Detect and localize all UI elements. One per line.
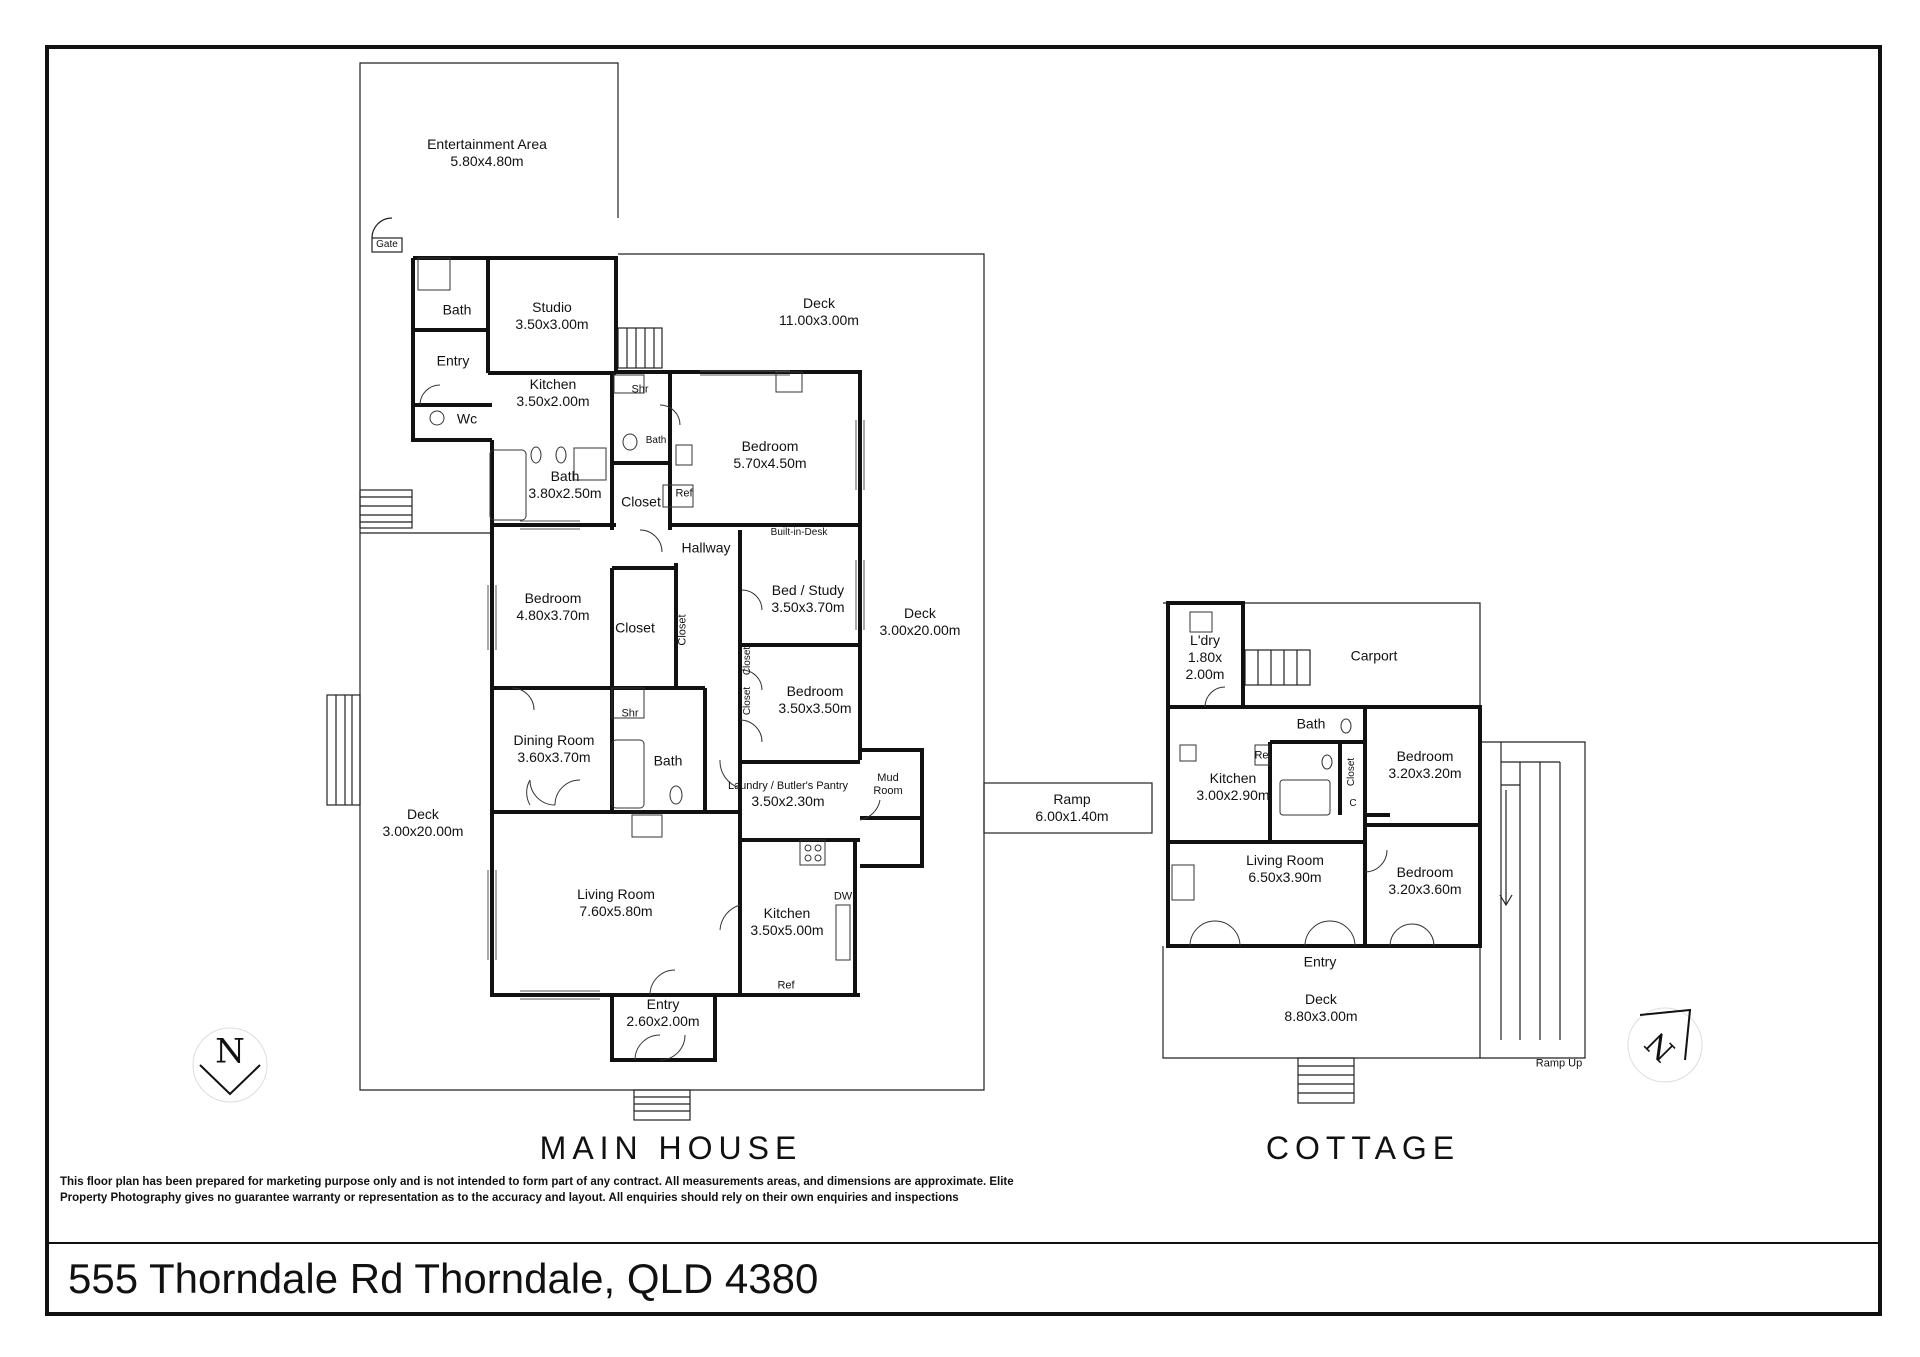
cottage-outline — [1162, 602, 1586, 1104]
label-ref-main: Ref — [777, 979, 795, 992]
label-shr-mid: Shr — [621, 707, 639, 720]
label-bath-small: Bath — [645, 435, 667, 446]
bathtub-mid — [611, 739, 645, 809]
ramp-outline — [983, 782, 1153, 834]
main-deck-outline — [359, 253, 985, 1091]
shower-main — [573, 447, 607, 481]
cottage-walls — [1166, 601, 1482, 948]
label-shr-top: Shr — [631, 383, 649, 396]
label-studio-entry: Entry — [436, 352, 470, 369]
shower-top — [613, 374, 645, 394]
title-main-house: MAIN HOUSE — [539, 1130, 803, 1166]
label-ref-top: Ref — [675, 487, 693, 500]
label-closet-top: Closet — [621, 493, 661, 510]
stairs-south — [633, 1089, 691, 1121]
label-cottage-ref: Ref — [1254, 749, 1272, 762]
label-gate: Gate — [376, 239, 398, 250]
label-wc: Wc — [456, 410, 478, 427]
stairs-cottage-north — [1244, 649, 1311, 686]
label-cottage-entry: Entry — [1303, 953, 1337, 970]
compass-n-main: N — [215, 1031, 245, 1072]
stairs-west-2 — [326, 694, 361, 806]
label-ramp-up: Ramp Up — [1535, 1057, 1583, 1070]
label-bath-mid: Bath — [653, 752, 683, 769]
disclaimer-text: This floor plan has been prepared for ma… — [60, 1176, 1014, 1204]
label-carport: Carport — [1350, 647, 1398, 664]
label-cottage-closet: Closet — [1346, 757, 1357, 787]
toilet-bath-main — [530, 446, 542, 464]
label-hallway: Hallway — [681, 539, 731, 556]
label-dishwasher: DW — [833, 890, 853, 903]
shower-mid — [611, 687, 645, 719]
cooktop-main — [799, 839, 826, 866]
stairs-west-1 — [359, 489, 413, 529]
label-cottage-bath: Bath — [1296, 715, 1326, 732]
toilet-bath-mid — [669, 785, 683, 805]
main-house-walls — [411, 256, 924, 1062]
label-closet-small-2: Closet — [742, 686, 753, 716]
label-closet-vertical: Closet — [676, 614, 689, 646]
bathtub-main — [489, 449, 527, 521]
footer-divider — [45, 1242, 1882, 1244]
property-address: 555 Thorndale Rd Thorndale, QLD 4380 — [68, 1255, 819, 1302]
stairs-cottage-south — [1297, 1057, 1355, 1104]
compass-main — [192, 1027, 268, 1103]
label-built-in-desk: Built-in-Desk — [770, 527, 828, 538]
label-studio-bath: Bath — [442, 301, 472, 318]
plan-frame — [45, 45, 1882, 1316]
entertainment-area-outline — [359, 62, 619, 255]
label-cottage-c: C — [1349, 798, 1357, 809]
label-closet-small-1: Closet — [742, 646, 753, 676]
label-closet-mid: Closet — [615, 619, 655, 636]
title-cottage: COTTAGE — [1265, 1130, 1461, 1166]
stairs-north — [617, 327, 663, 369]
compass-cottage — [1627, 1007, 1703, 1083]
